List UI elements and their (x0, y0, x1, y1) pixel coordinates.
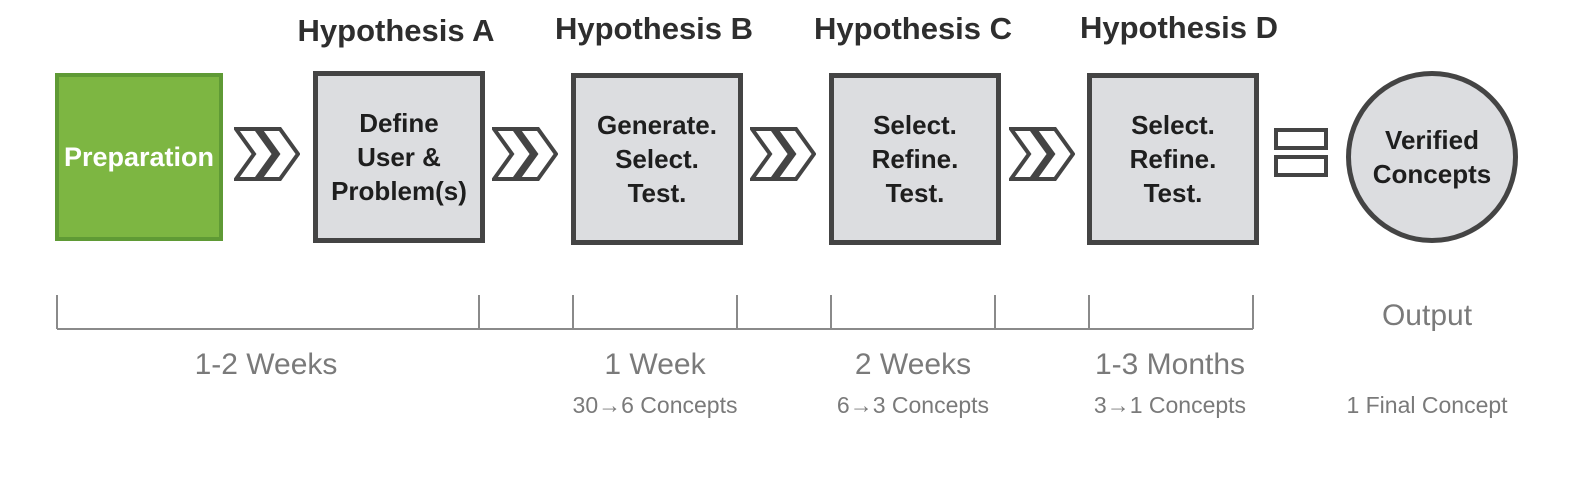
output-text-line: Concepts (1372, 159, 1492, 189)
stage-text-line: Define (359, 108, 439, 138)
hypothesis-b-title: Hypothesis B (554, 11, 754, 46)
hypothesis-a-title: Hypothesis A (297, 13, 495, 48)
duration-label-c: 2 Weeks (854, 348, 972, 381)
double-chevron-icon (492, 127, 558, 181)
hypothesis-d-title: Hypothesis D (1079, 10, 1279, 45)
output-text-line: Verified (1385, 125, 1479, 155)
double-chevron-icon (234, 127, 300, 181)
stage-text-line: Problem(s) (331, 176, 467, 206)
stage-text-line: Test. (627, 178, 687, 208)
stage-text-line: Test. (1143, 178, 1203, 208)
duration-label-b: 1 Week (604, 348, 706, 381)
hypothesis-a-box: Define User & Problem(s) (313, 71, 485, 243)
stage-text-line: Select. (873, 110, 957, 140)
stage-text-line: Generate. (597, 110, 717, 140)
stage-text-line: Select. (1131, 110, 1215, 140)
stage-text-line: User & (357, 142, 441, 172)
double-chevron-icon (1009, 127, 1075, 181)
verified-concepts-circle: Verified Concepts (1346, 71, 1518, 243)
stage-text-line: Refine. (871, 144, 959, 174)
preparation-label: Preparation (63, 141, 215, 172)
concepts-label-d: 3→1 Concepts (1093, 392, 1247, 418)
stage-text-line: Select. (615, 144, 699, 174)
concepts-label-b: 30→6 Concepts (572, 392, 738, 418)
equals-icon (1274, 128, 1328, 177)
duration-label-d: 1-3 Months (1094, 348, 1246, 381)
hypothesis-c-title: Hypothesis C (813, 11, 1013, 46)
stage-text-line: Test. (885, 178, 945, 208)
final-concept-label: 1 Final Concept (1346, 392, 1508, 418)
double-chevron-icon (750, 127, 816, 181)
concepts-label-c: 6→3 Concepts (836, 392, 990, 418)
hypothesis-d-box: Select. Refine. Test. (1087, 73, 1259, 245)
output-label: Output (1381, 299, 1473, 332)
hypothesis-b-box: Generate. Select. Test. (571, 73, 743, 245)
preparation-stage: Preparation (55, 73, 223, 241)
stage-text-line: Refine. (1129, 144, 1217, 174)
duration-label-preparation: 1-2 Weeks (194, 348, 338, 381)
hypothesis-c-box: Select. Refine. Test. (829, 73, 1001, 245)
